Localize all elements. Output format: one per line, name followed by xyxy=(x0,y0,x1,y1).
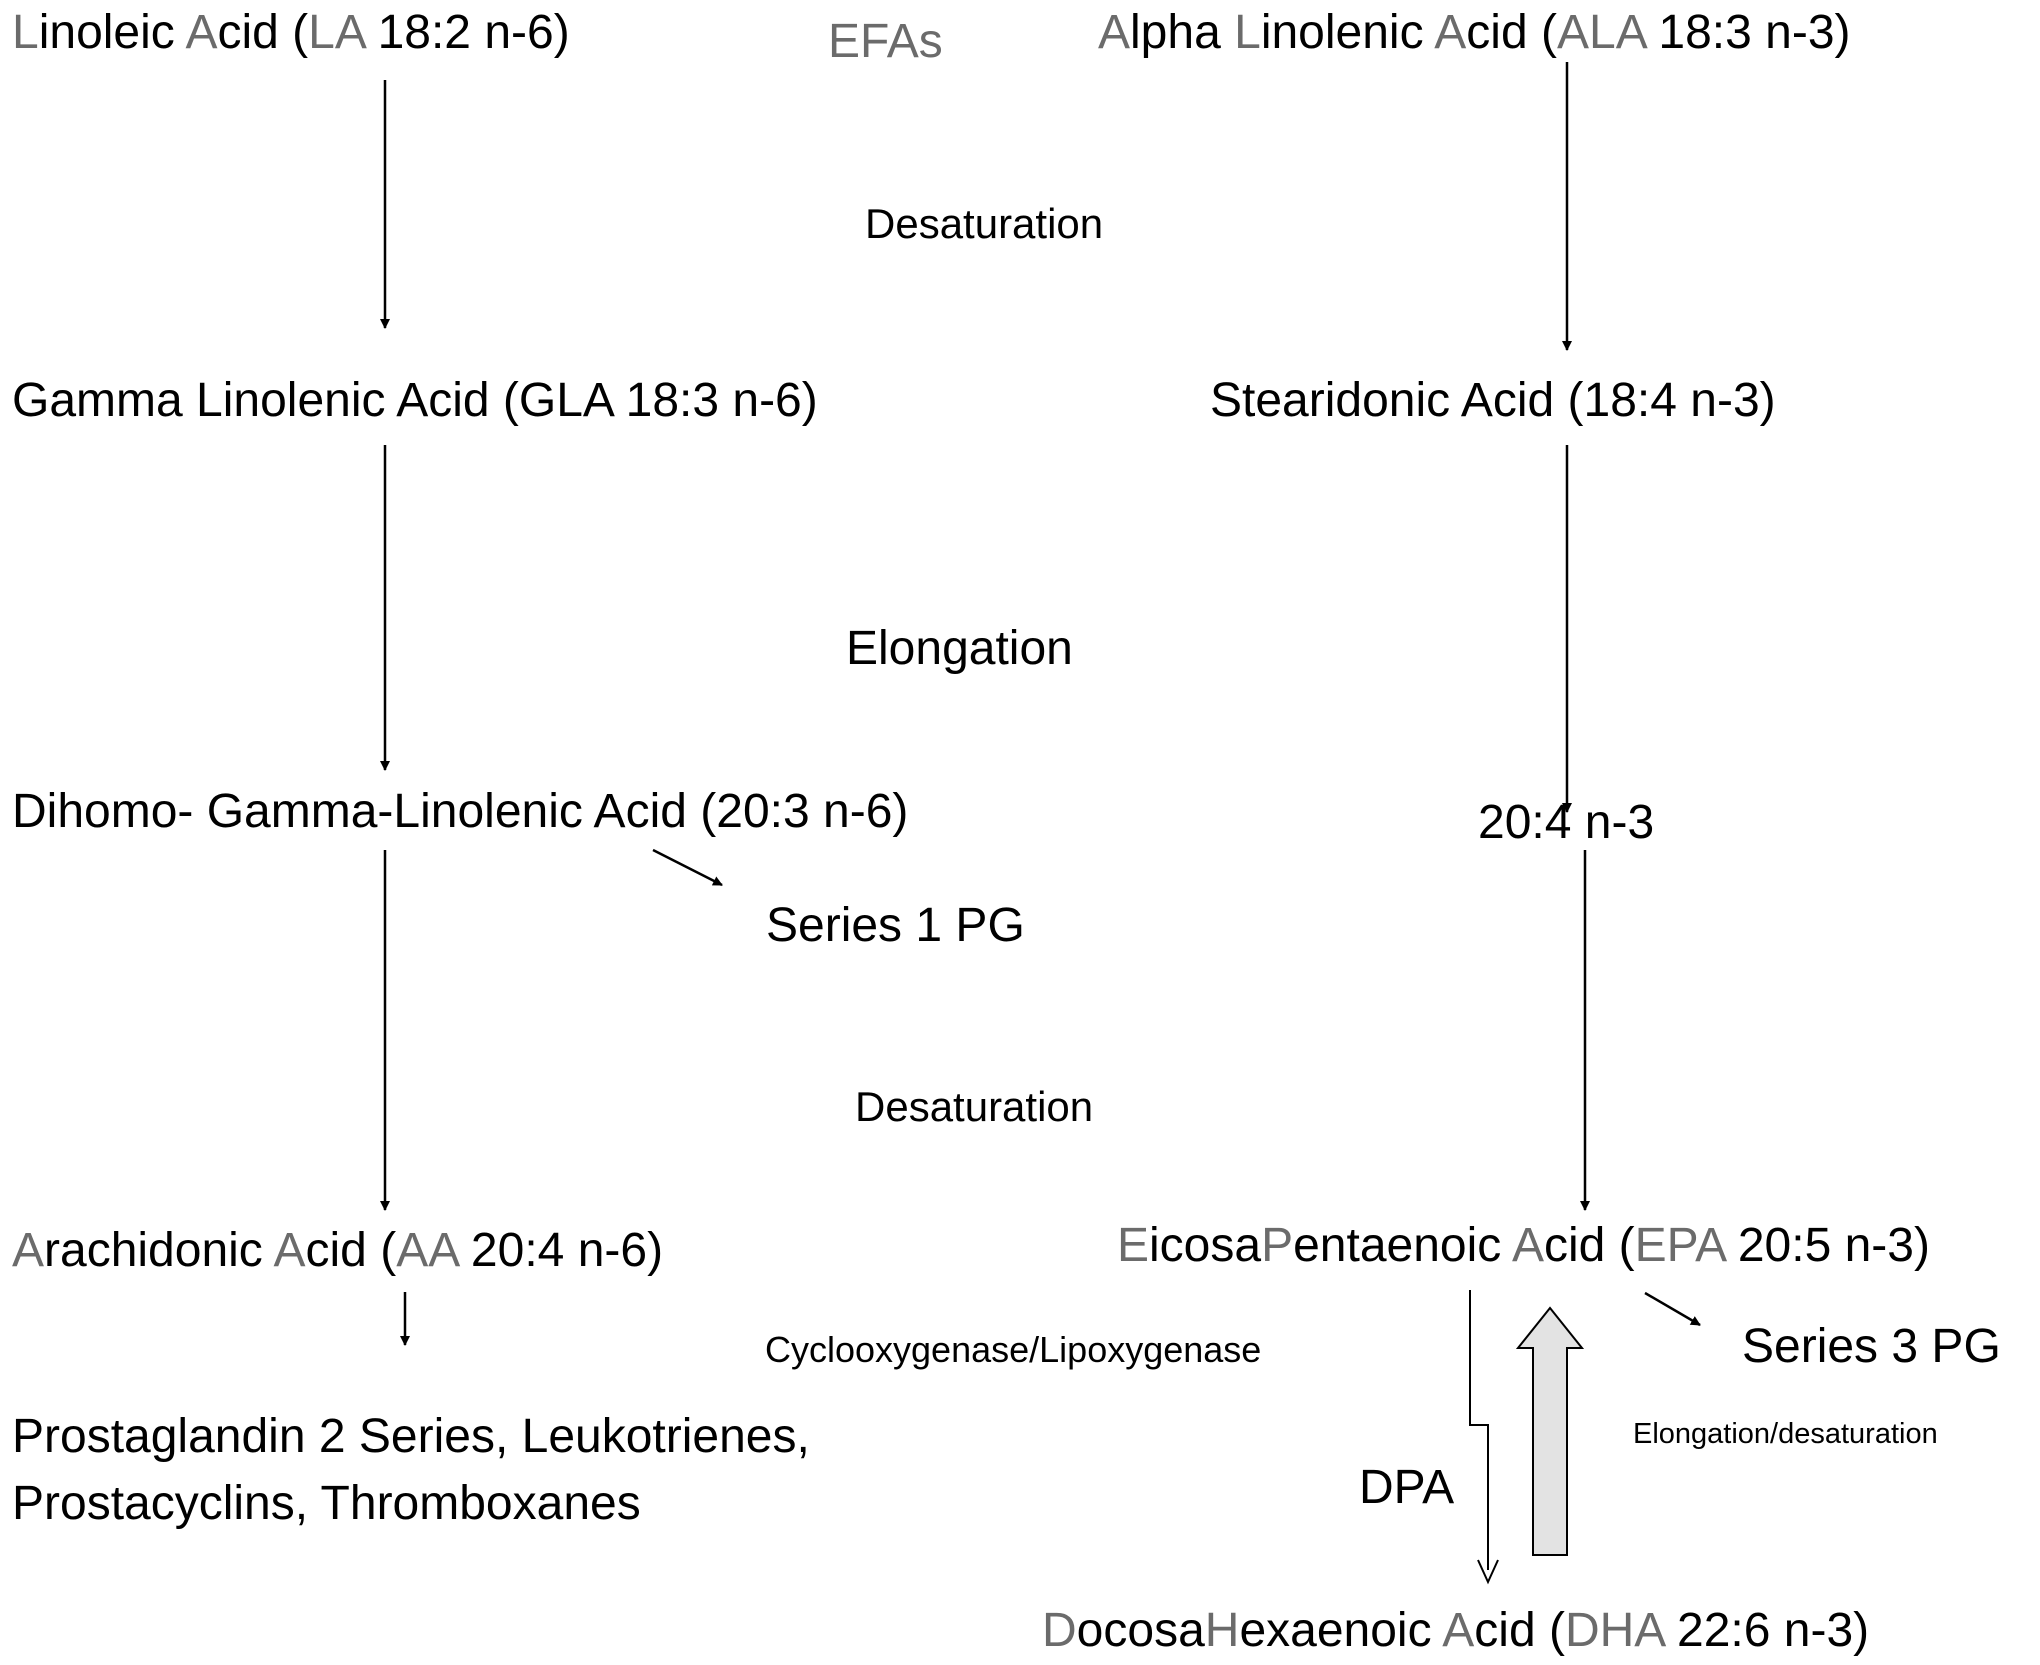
step-elongation: Elongation xyxy=(846,622,1073,675)
dgla-label: Dihomo- Gamma-Linolenic Acid (20:3 n-6) xyxy=(12,785,909,838)
la-initial-a: A xyxy=(185,6,218,59)
ala-initial-l: L xyxy=(1234,6,1261,59)
arrow-epa-to-series3 xyxy=(1644,1291,1701,1327)
step-desaturation-2: Desaturation xyxy=(855,1083,1094,1130)
gamma-linolenic-acid-label: Gamma Linolenic Acid (GLA 18:3 n-6) xyxy=(12,374,818,427)
eicosanoid-products-line1: Prostaglandin 2 Series, Leukotrienes, xyxy=(12,1410,810,1463)
stearidonic-acid-label: Stearidonic Acid (18:4 n-3) xyxy=(1210,374,1776,427)
aa-text-1: rachidonic xyxy=(44,1224,274,1277)
eicosanoid-products-line2: Prostacyclins, Thromboxanes xyxy=(12,1477,641,1530)
block-arrow-dha-to-epa xyxy=(1515,1306,1585,1556)
ala-initial-a2: A xyxy=(1434,6,1467,59)
epa-initial-e: E xyxy=(1117,1219,1150,1272)
ala-text-3: cid ( xyxy=(1466,6,1557,59)
series-3-pg-label: Series 3 PG xyxy=(1742,1320,2001,1373)
arrow-epa-to-dha-head xyxy=(1477,1559,1499,1585)
aa-initial-a2: A xyxy=(273,1224,306,1277)
dha-abbrev: DHA xyxy=(1564,1604,1664,1657)
aa-initial-a1: A xyxy=(12,1224,45,1277)
ala-abbrev: ALA xyxy=(1556,6,1646,59)
dpa-label: DPA xyxy=(1359,1461,1455,1514)
aa-text-2: cid ( xyxy=(305,1224,397,1277)
ala-text-2: inolenic xyxy=(1260,6,1435,59)
series-1-pg-label: Series 1 PG xyxy=(766,899,1025,952)
la-initial-l: L xyxy=(12,6,39,59)
la-text-3: 18:2 n-6) xyxy=(364,6,570,59)
la-text-1: inoleic xyxy=(38,6,186,59)
epa-initial-a: A xyxy=(1511,1219,1544,1272)
epa-abbrev: EPA xyxy=(1634,1219,1725,1272)
dha-text-1: ocosa xyxy=(1076,1604,1205,1657)
dha-initial-a: A xyxy=(1442,1604,1475,1657)
dha-label: DocosaHexaenoic Acid (DHA 22:6 n-3) xyxy=(1042,1607,1869,1655)
aa-abbrev: AA xyxy=(396,1224,458,1277)
diagram-title: EFAs xyxy=(828,15,943,68)
epa-text-2: entaenoic xyxy=(1293,1219,1512,1272)
step-desaturation-1: Desaturation xyxy=(865,200,1104,247)
aa-text-3: 20:4 n-6) xyxy=(457,1224,664,1277)
arachidonic-acid-label: Arachidonic Acid (AA 20:4 n-6) xyxy=(12,1227,663,1275)
la-text-2: cid ( xyxy=(217,6,309,59)
epa-text-1: icosa xyxy=(1149,1219,1262,1272)
dha-text-2: exaenoic xyxy=(1239,1604,1443,1657)
dha-text-4: 22:6 n-3) xyxy=(1663,1604,1870,1657)
ala-initial-a1: A xyxy=(1098,6,1131,59)
epa-initial-p: P xyxy=(1261,1219,1294,1272)
dha-initial-h: H xyxy=(1204,1604,1240,1657)
epa-label: EicosaPentaenoic Acid (EPA 20:5 n-3) xyxy=(1117,1222,1930,1270)
dha-initial-d: D xyxy=(1042,1604,1077,1657)
linoleic-acid-label: Linoleic Acid (LA 18:2 n-6) xyxy=(12,9,570,57)
eicosatetraenoic-label: 20:4 n-3 xyxy=(1478,796,1655,849)
la-abbrev: LA xyxy=(308,6,365,59)
dha-text-3: cid ( xyxy=(1474,1604,1565,1657)
alpha-linolenic-acid-label: Alpha Linolenic Acid (ALA 18:3 n-3) xyxy=(1098,9,1851,57)
ala-text-4: 18:3 n-3) xyxy=(1645,6,1851,59)
step-cox-lox: Cyclooxygenase/Lipoxygenase xyxy=(765,1329,1262,1370)
elongation-desaturation-label: Elongation/desaturation xyxy=(1633,1418,1938,1450)
epa-text-3: cid ( xyxy=(1543,1219,1635,1272)
arrow-epa-to-dha-via-dpa xyxy=(1469,1290,1489,1570)
arrow-dgla-to-series1 xyxy=(652,848,723,887)
ala-text-1: lpha xyxy=(1130,6,1235,59)
epa-text-4: 20:5 n-3) xyxy=(1724,1219,1930,1272)
